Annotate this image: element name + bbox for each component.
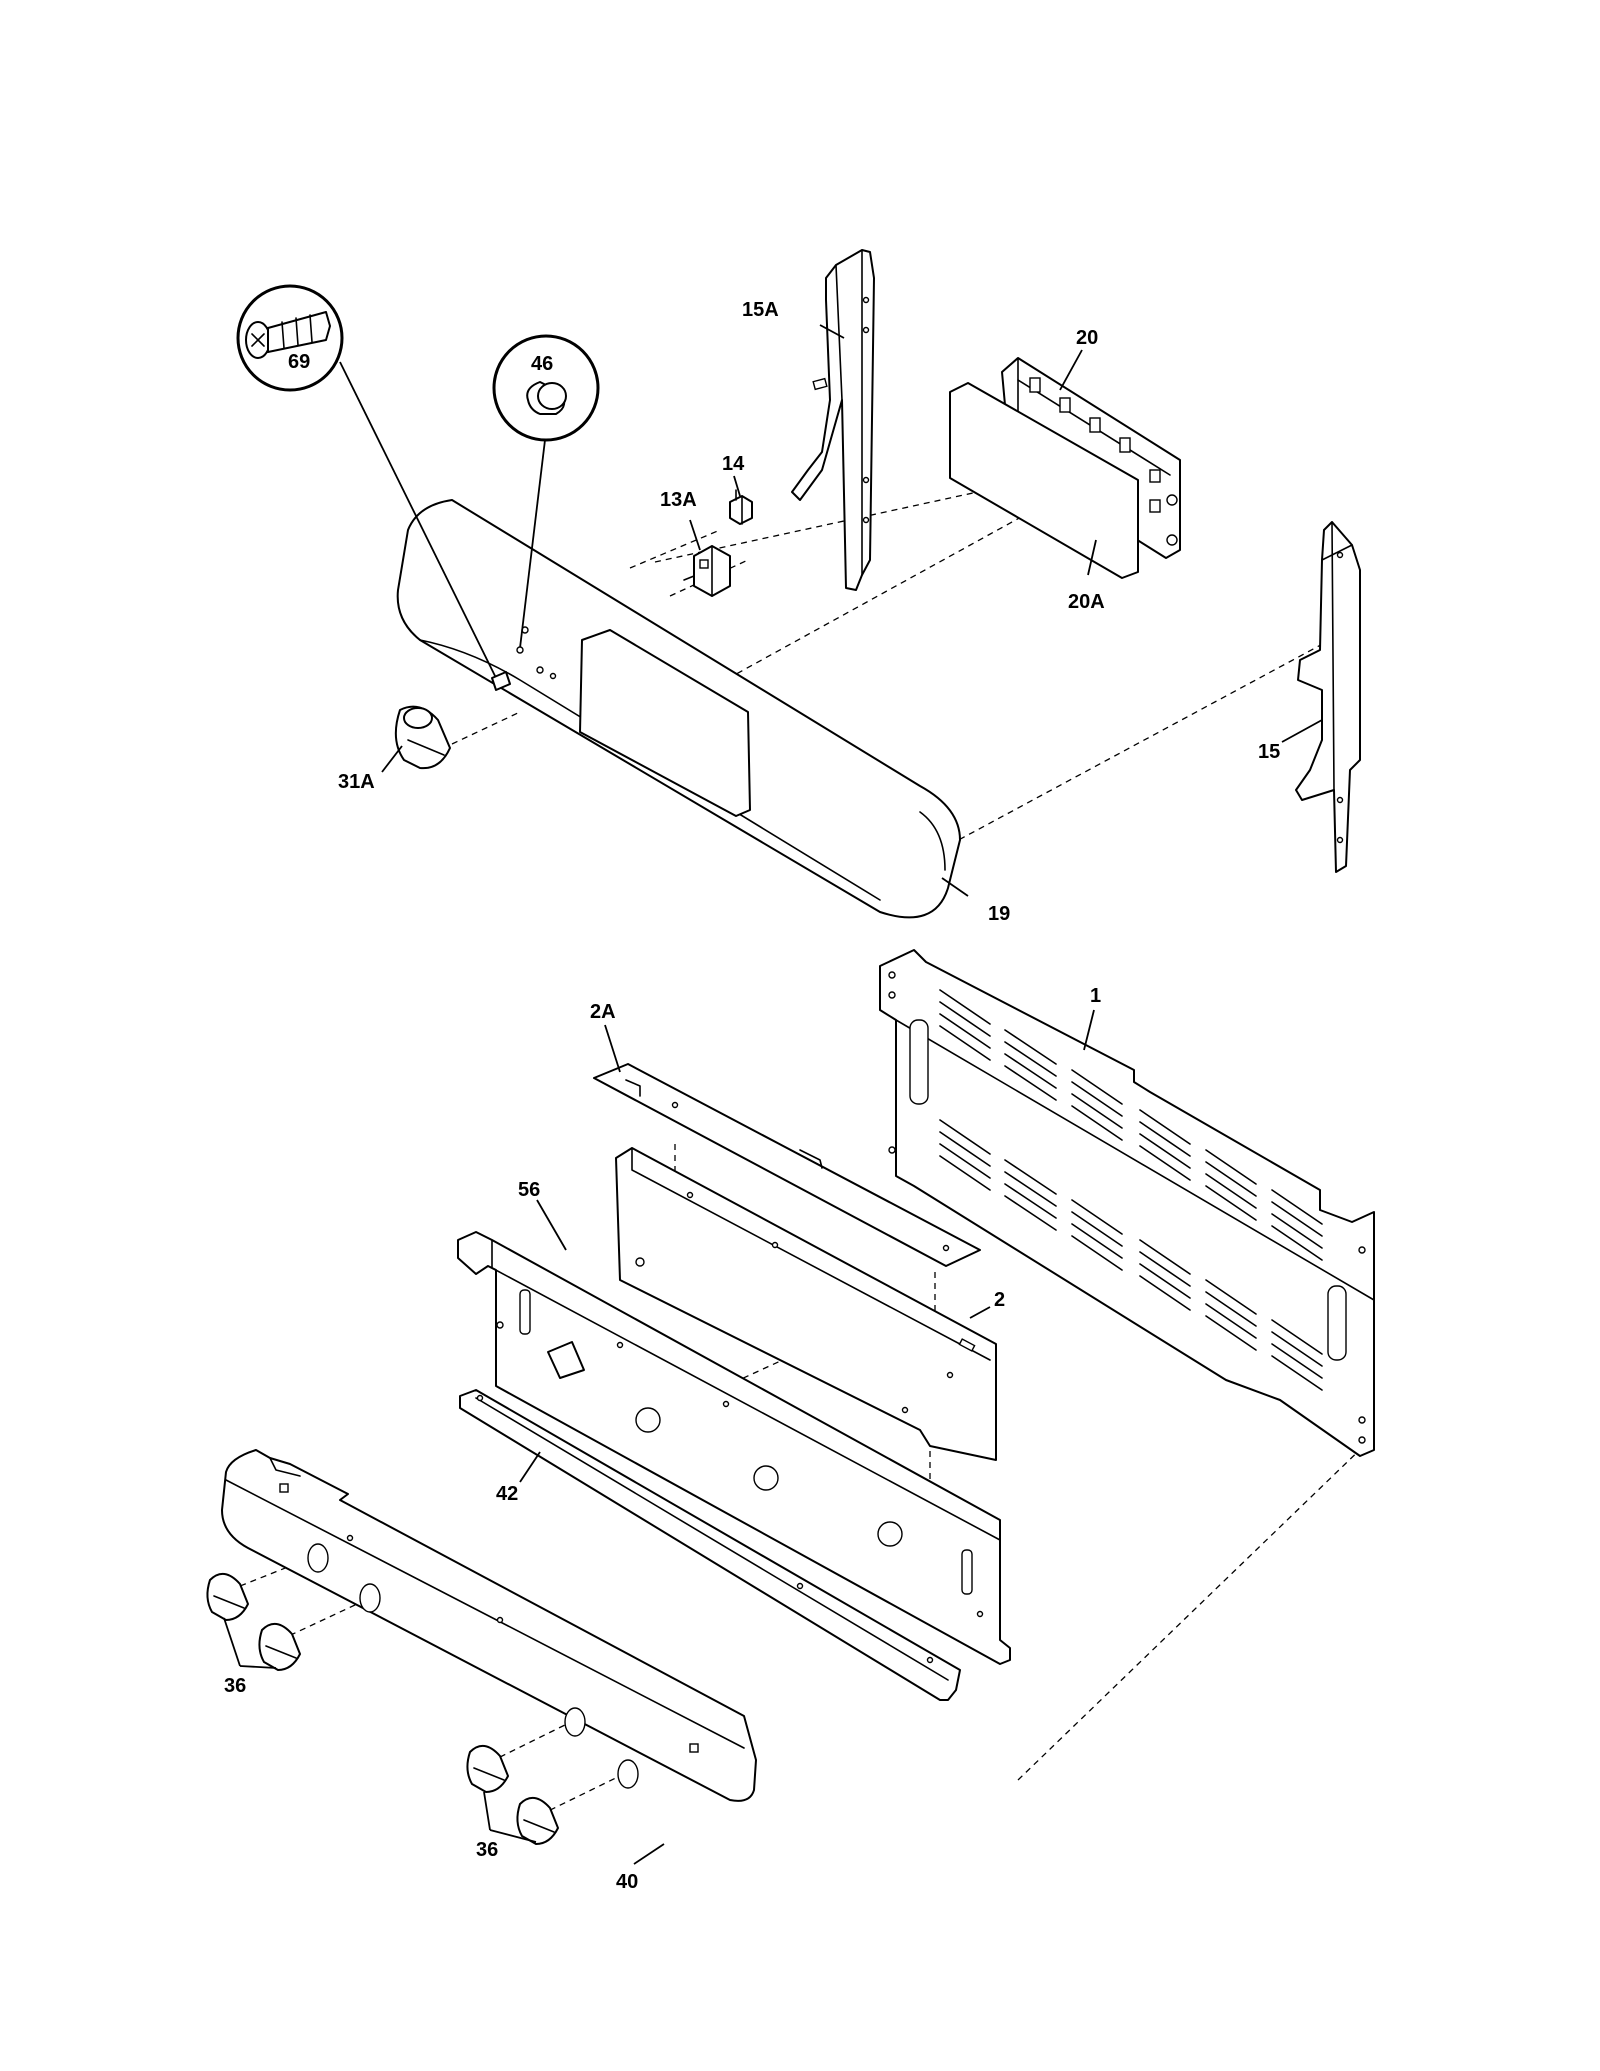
callout-46-detail — [492, 334, 600, 654]
leader-lines — [223, 324, 1323, 1865]
label-19: 19 — [988, 903, 1010, 925]
part-14-switch — [729, 489, 753, 525]
part-2-panel — [615, 1147, 997, 1461]
part-1-rear-panel — [879, 949, 1375, 1457]
label-20a: 20A — [1068, 591, 1105, 613]
label-36-lower: 36 — [476, 1839, 498, 1861]
label-13a: 13A — [660, 489, 697, 511]
label-40: 40 — [616, 1871, 638, 1893]
part-19-control-panel — [396, 499, 961, 919]
callout-labels: 46 69 15A 20 20A 14 13A 15 19 31A 1 2A 2… — [224, 299, 1280, 1893]
label-2: 2 — [994, 1289, 1005, 1311]
label-46: 46 — [531, 353, 553, 375]
label-1: 1 — [1090, 985, 1101, 1007]
part-56-manifold-panel — [457, 1231, 1011, 1665]
label-2a: 2A — [590, 1001, 616, 1023]
label-42: 42 — [496, 1483, 518, 1505]
label-36-upper: 36 — [224, 1675, 246, 1697]
part-36-knobs-lower — [466, 1745, 559, 1845]
part-15-end-bracket — [1295, 521, 1361, 873]
label-69: 69 — [288, 351, 310, 373]
part-20a-overlay — [949, 382, 1139, 579]
part-2a-strip — [593, 1063, 981, 1267]
part-36-knobs-upper — [206, 1573, 301, 1671]
label-56: 56 — [518, 1179, 540, 1201]
label-15: 15 — [1258, 741, 1280, 763]
part-13a-switch — [683, 545, 731, 597]
part-42-trim — [459, 1389, 961, 1701]
vent-slots — [939, 989, 1323, 1391]
part-31a-knob — [394, 705, 451, 770]
label-31a: 31A — [338, 771, 375, 793]
label-15a: 15A — [742, 299, 779, 321]
part-15a-end-bracket — [791, 249, 875, 591]
label-20: 20 — [1076, 327, 1098, 349]
callout-69-detail — [236, 284, 511, 691]
part-40-front-panel — [221, 1449, 757, 1802]
label-14: 14 — [722, 453, 745, 475]
